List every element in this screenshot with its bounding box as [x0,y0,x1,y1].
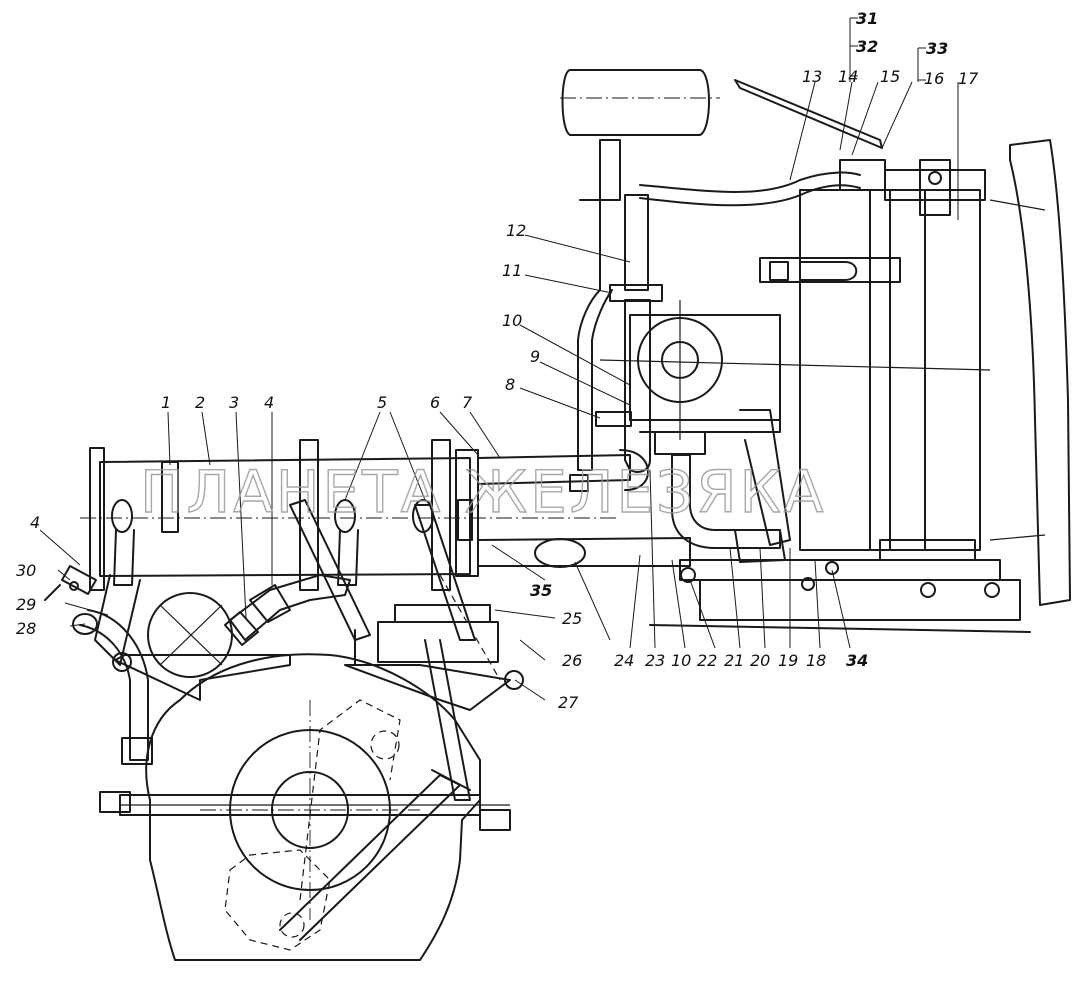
callout-label: 26 [562,651,582,670]
radiator [649,139,1071,633]
callout-label: 23 [645,651,665,670]
callout-label: 10 [502,311,522,330]
callout-label: 4 [264,393,274,412]
callout-label: 31 [856,9,878,28]
callout-label: 2 [195,393,205,412]
callout-label: 9 [530,347,540,366]
callout-label: 16 [924,69,944,88]
callout-label: 4 [30,513,40,532]
callout-label: 15 [880,67,900,86]
callout-label: 24 [614,651,634,670]
callout-label: 1 [161,393,171,412]
callout-label: 22 [697,651,717,670]
brackets [112,499,524,801]
callout-label: 17 [958,69,979,88]
callout-label: 13 [802,67,822,86]
callout-numbers: 1 2 3 4 4 5 6 7 8 9 10 10 11 12 13 14 15… [16,9,979,712]
callout-label: 18 [806,651,826,670]
callout-label: 28 [16,619,36,638]
left-hose [44,565,153,765]
callout-label: 19 [778,651,798,670]
callout-label: 3 [229,393,239,412]
callout-label: 27 [558,693,579,712]
callout-leaders [39,17,959,701]
callout-label: 29 [16,595,36,614]
callout-label: 12 [506,221,526,240]
callout-label: 25 [562,609,582,628]
oil-cooler [80,439,620,591]
callout-label: 10 [671,651,691,670]
callout-label: 21 [724,651,744,670]
watermark-text: ПЛАНЕТА ЖЕЛЕЗЯКА [140,458,826,526]
callout-label: 34 [846,651,868,670]
callout-label: 35 [530,581,552,600]
callout-label: 32 [856,37,878,56]
callout-label: 8 [505,375,515,394]
engine-block [99,653,511,961]
callout-label: 6 [430,393,440,412]
callout-label: 11 [502,261,522,280]
callout-label: 33 [926,39,948,58]
callout-label: 30 [16,561,36,580]
pulley [147,592,233,678]
callout-label: 7 [462,393,473,412]
callout-label: 14 [838,67,858,86]
callout-label: 20 [750,651,770,670]
lower-pipe [477,449,691,568]
callout-label: 5 [377,393,387,412]
